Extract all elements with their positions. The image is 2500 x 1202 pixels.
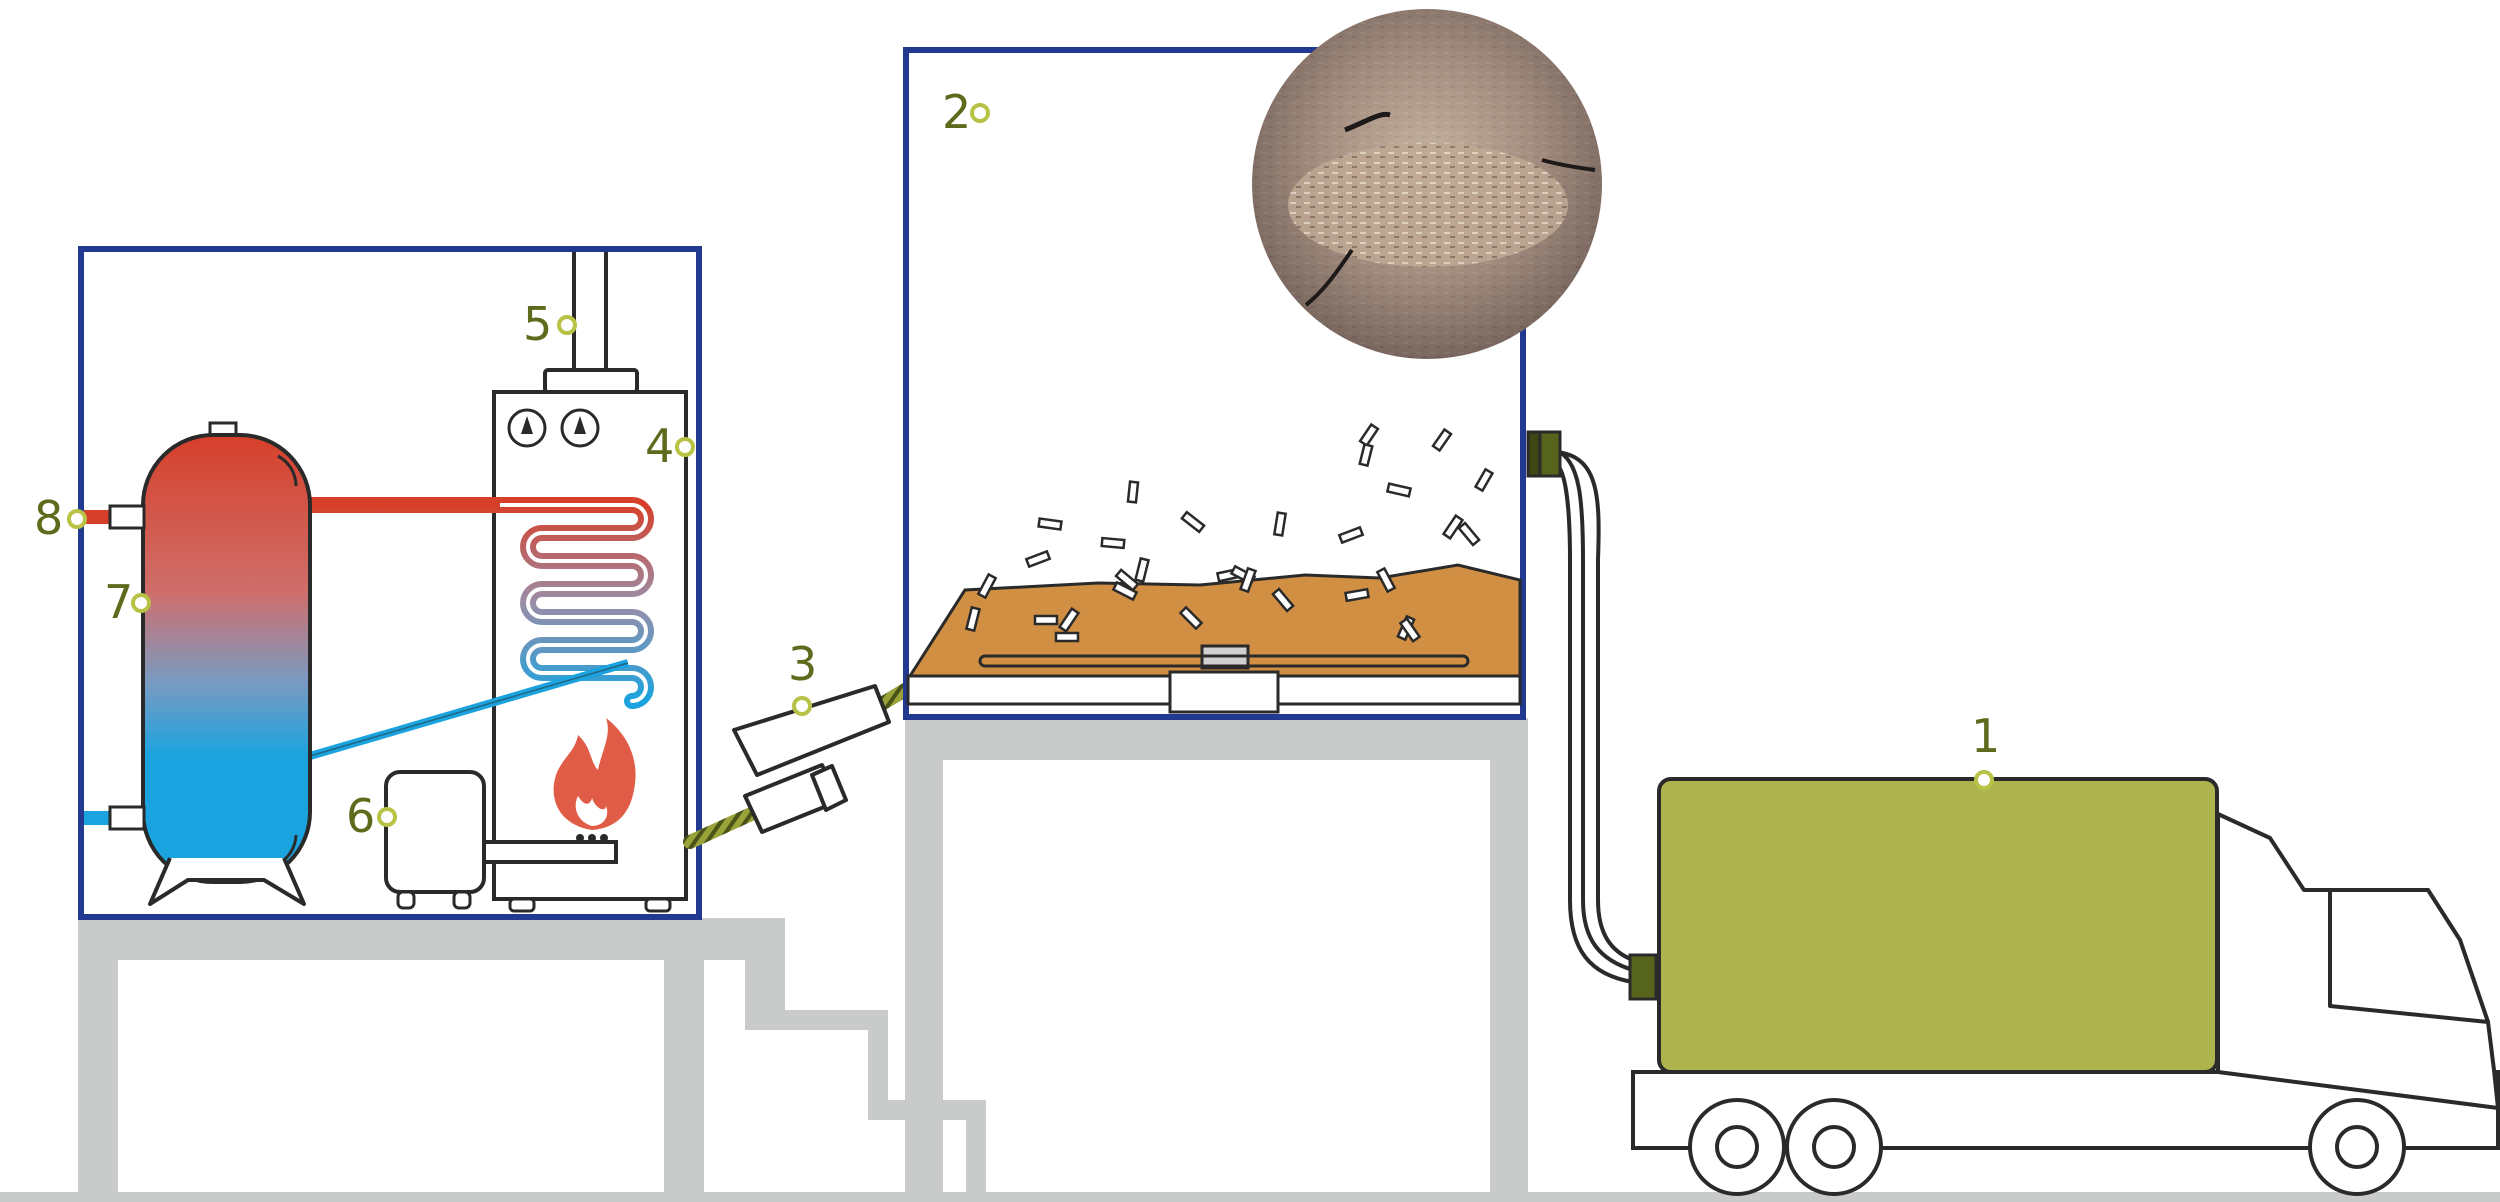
boiler-room-leg-right: [664, 918, 704, 1198]
gauge-icon: [507, 408, 600, 448]
pellet-day-hopper: [384, 770, 486, 910]
marker-6-label: 6: [346, 789, 375, 843]
marker-6: 6: [346, 789, 397, 843]
boiler-room-leg-left: [78, 918, 118, 1198]
marker-3: 3: [788, 637, 817, 716]
truck-tank: [1657, 777, 2219, 1074]
falling-pellets: [964, 422, 1495, 644]
marker-2-label: 2: [942, 85, 971, 139]
storage-leg-right: [1490, 718, 1528, 1198]
marker-2: 2: [942, 85, 990, 139]
callout-markers: 1 2 3 4 5 6 7 8: [34, 85, 2000, 843]
marker-3-label: 3: [788, 637, 817, 691]
marker-1: 1: [1971, 709, 2000, 790]
flue-pipe: [543, 252, 639, 394]
stairs: [745, 918, 986, 1198]
boiler: [302, 390, 688, 913]
ground-line: [0, 1192, 2500, 1202]
pellet-delivery-truck: [1631, 777, 2500, 1196]
marker-4-label: 4: [645, 419, 674, 473]
discharge-box: [1168, 670, 1280, 714]
pellet-storage-room: [903, 9, 1602, 720]
marker-7: 7: [104, 575, 151, 629]
marker-8-label: 8: [34, 491, 63, 545]
marker-4: 4: [645, 419, 695, 473]
auger-motor: [732, 684, 891, 834]
truck-wheel-icon: [1688, 1098, 2406, 1196]
truck-window: [2328, 888, 2490, 1024]
marker-5: 5: [523, 297, 577, 351]
marker-7-label: 7: [104, 575, 133, 629]
pellet-feed-auger: [683, 683, 912, 849]
boiler-room: [78, 246, 702, 920]
filling-hoses: [1554, 448, 1634, 984]
marker-8: 8: [34, 491, 87, 545]
storage-frame: [903, 47, 1526, 720]
building-structure: [0, 718, 2500, 1202]
storage-floor: [905, 718, 1528, 760]
marker-5-label: 5: [523, 297, 552, 351]
fire-icon: [553, 718, 636, 830]
discharge-screw: [978, 654, 1470, 668]
hot-water-tank: [84, 421, 312, 906]
boiler-room-frame: [78, 246, 702, 920]
marker-1-label: 1: [1971, 709, 2000, 763]
storage-leg-left: [905, 718, 943, 1198]
pellet-photo-inset: [1252, 9, 1602, 359]
